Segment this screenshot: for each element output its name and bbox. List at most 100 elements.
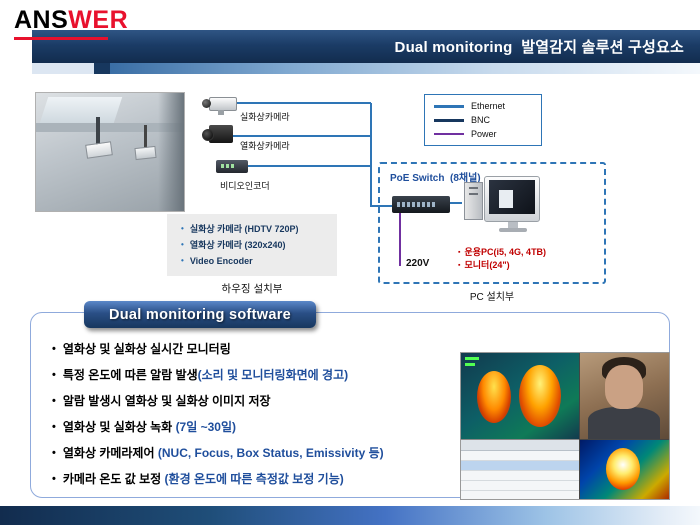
monitor-screen: [489, 180, 535, 214]
visual-view: [579, 353, 669, 439]
housing-spec-text: 실화상 카메라 (HDTV 720P): [189, 224, 299, 234]
poe-switch-label: PoE Switch (8채널): [390, 173, 481, 184]
software-feature-item: • 열화상 및 실화상 실시간 모니터링: [52, 341, 464, 357]
legend-row: Ethernet: [434, 101, 532, 111]
pc-tower-image: [464, 182, 483, 220]
feature-text: 특정 온도에 따른 알람 발생(소리 및 모니터링화면에 경고): [62, 368, 349, 382]
logo-underline: [14, 37, 108, 40]
bullet-icon: •: [52, 343, 56, 355]
video-encoder-label: 비디오인코더: [220, 181, 270, 191]
bnc-line-swatch: [434, 118, 464, 122]
installation-photo: [35, 92, 185, 212]
pc-spec-text: 모니터(24"): [464, 260, 510, 270]
header-accent-block: [94, 63, 110, 74]
event-table-view: [461, 439, 579, 499]
software-header: Dual monitoring software: [84, 301, 316, 328]
software-feature-item: • 열화상 및 실화상 녹화 (7일 ~30일): [52, 419, 464, 435]
thermal-person-blob: [477, 371, 511, 423]
temperature-readout: [465, 357, 479, 360]
ethernet-line-swatch: [434, 104, 464, 108]
encoder-port: [226, 164, 229, 168]
bullet-icon: •: [52, 473, 56, 485]
pc-area-caption: PC 설치부: [469, 292, 515, 303]
feature-text: 알람 발생시 열화상 및 실화상 이미지 저장: [62, 394, 271, 408]
bullet-icon: •: [52, 395, 56, 407]
event-table-row: [461, 481, 579, 491]
housing-spec-text: 열화상 카메라 (320x240): [189, 240, 286, 250]
bullet-icon: ▪: [458, 249, 461, 256]
camera-mount: [218, 110, 224, 115]
thermal-face-view: [579, 439, 669, 499]
monitor-screen-content: [499, 190, 513, 208]
temperature-readout: [465, 363, 475, 366]
slide-title: Dual monitoring 발열감지 솔루션 구성요소: [394, 39, 684, 56]
camera-body: [209, 97, 237, 111]
person-face: [605, 365, 643, 409]
tower-drive-slot: [469, 187, 478, 189]
power-voltage-label: 220V: [406, 258, 430, 269]
bullet-icon: •: [181, 240, 184, 249]
bullet-icon: •: [52, 421, 56, 433]
thermal-camera-image: [202, 125, 234, 145]
photo-camera-pole: [96, 117, 100, 145]
housing-spec-item: • Video Encoder: [181, 253, 337, 269]
company-logo: ANSWER: [14, 6, 128, 40]
housing-spec-item: • 열화상 카메라 (320x240): [181, 237, 337, 253]
camera-lens: [202, 99, 211, 108]
event-table-header: [461, 440, 579, 451]
software-feature-item: • 열화상 카메라제어 (NUC, Focus, Box Status, Emi…: [52, 445, 464, 461]
photo-skylight: [39, 97, 123, 123]
video-encoder-image: [216, 160, 248, 173]
encoder-port: [221, 164, 224, 168]
bullet-icon: ▪: [458, 262, 461, 269]
housing-spec-text: Video Encoder: [189, 256, 253, 266]
feature-text: 열화상 및 실화상 실시간 모니터링: [62, 342, 231, 356]
monitor-image: [484, 176, 540, 232]
poe-switch-image: [392, 196, 450, 213]
pc-area-box: PoE Switch (8채널) ▪ 운용PC(i5, 4G, 4TB) ▪: [378, 162, 606, 284]
housing-spec-item: • 실화상 카메라 (HDTV 720P): [181, 221, 337, 237]
photo-camera: [134, 145, 157, 161]
feature-text-accent: (환경 온도에 따른 측정값 보정 기능): [164, 472, 344, 486]
software-screenshot: [460, 352, 670, 500]
pc-spec-item: ▪ 모니터(24"): [458, 259, 546, 272]
event-table-row: [461, 471, 579, 481]
photo-camera: [85, 141, 113, 159]
encoder-port: [231, 164, 234, 168]
pc-spec-list: ▪ 운용PC(i5, 4G, 4TB) ▪ 모니터(24"): [458, 246, 546, 272]
visual-camera-image: [202, 95, 237, 115]
feature-text-accent: (소리 및 모니터링화면에 경고): [197, 368, 349, 382]
power-line-swatch: [434, 133, 464, 135]
header-accent-left: [32, 63, 94, 74]
feature-text: 열화상 및 실화상 녹화 (7일 ~30일): [62, 420, 236, 434]
legend-label: BNC: [471, 115, 491, 125]
thermal-face-blob: [606, 448, 640, 490]
pc-spec-item: ▪ 운용PC(i5, 4G, 4TB): [458, 246, 546, 259]
feature-text-accent: (NUC, Focus, Box Status, Emissivity 등): [157, 446, 384, 460]
software-feature-item: • 카메라 온도 값 보정 (환경 온도에 따른 측정값 보정 기능): [52, 471, 464, 487]
legend-label: Ethernet: [471, 101, 506, 111]
bullet-icon: •: [52, 447, 56, 459]
legend-label: Power: [471, 129, 497, 139]
event-table-row-selected: [461, 461, 579, 471]
event-table-row: [461, 451, 579, 461]
logo-text-black: ANS: [14, 6, 69, 34]
software-feature-list: • 열화상 및 실화상 실시간 모니터링 • 특정 온도에 따른 알람 발생(소…: [52, 341, 464, 497]
photo-wall: [158, 93, 184, 211]
monitor-stand: [508, 222, 518, 229]
housing-caption: 하우징 설치부: [221, 283, 283, 295]
switch-ports: [397, 202, 435, 207]
feature-text: 열화상 카메라제어 (NUC, Focus, Box Status, Emiss…: [62, 446, 384, 460]
software-feature-item: • 알람 발생시 열화상 및 실화상 이미지 저장: [52, 393, 464, 409]
bullet-icon: •: [181, 224, 184, 233]
legend-row: Power: [434, 129, 532, 139]
bottom-accent-bar: [0, 504, 700, 525]
software-feature-item: • 특정 온도에 따른 알람 발생(소리 및 모니터링화면에 경고): [52, 367, 464, 383]
thermal-view: [461, 353, 579, 439]
software-header-text: Dual monitoring software: [108, 306, 291, 323]
bullet-icon: •: [181, 256, 184, 265]
event-table-row: [461, 491, 579, 499]
legend: Ethernet BNC Power: [424, 94, 542, 146]
bullet-icon: •: [52, 369, 56, 381]
